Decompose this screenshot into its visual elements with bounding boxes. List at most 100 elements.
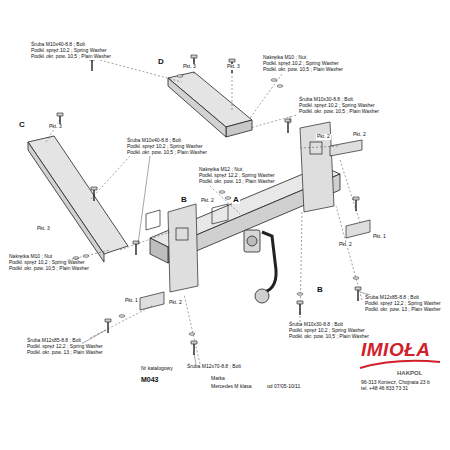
fastener [191, 341, 197, 355]
assembly-line [300, 146, 340, 148]
beam-c [28, 136, 128, 262]
part-label: Podkł. spręż 10,2 ; Spring Washer [288, 328, 366, 334]
part-label: Pkt. 3 [48, 124, 63, 130]
beam-d [226, 120, 252, 137]
part-label: Nakrętka M12 ; Nut [198, 167, 243, 173]
part-label: Pkt. 3 [36, 226, 51, 232]
crossbar-a [150, 238, 168, 263]
assembly-line [120, 232, 170, 250]
fastener [119, 315, 125, 318]
part-label: Podkł. okr. pow. 10,5 ; Plain Washer [262, 67, 344, 73]
part-label: Pkt. 3 [226, 64, 241, 70]
side-bracket [212, 204, 228, 224]
part-label: Podkł. spręż.10,2 ; Spring Washer [298, 103, 376, 109]
assembly-line [100, 60, 182, 82]
part-label: Podkł. spręż 12,2 ; Spring Washer [26, 344, 104, 350]
part-label: Nakrętka M10 ; Nut [262, 55, 307, 61]
assembly-line [336, 206, 362, 300]
logo-text: HAKPOL [396, 370, 423, 376]
leader-line [194, 354, 196, 364]
part-label: Podkł. spręż 12,2 ; Spring Washer [364, 301, 442, 307]
part-label: od 07/05-10/11 [266, 384, 301, 390]
part-label: Pkt. 1 [124, 298, 139, 304]
part-label: Śruba M10x30-8.8 ; Bolt [288, 322, 344, 328]
part-label: Podkł. spręż 10,2 ; Spring Washer [8, 260, 86, 266]
part-label: Pkt. 3 [182, 64, 197, 70]
part-label: Śruba M12x85-8.8 ; Bolt [364, 295, 420, 301]
part-label: Śruba M10x30-8.8 ; Bolt [298, 97, 354, 103]
fastener [271, 79, 277, 82]
logo-swoosh [360, 361, 440, 368]
leader-line [138, 156, 150, 244]
tow-hook [255, 289, 269, 303]
part-letter: B [316, 286, 324, 294]
part-label: Podkł. spręż.10,2 ; Spring Washer [30, 48, 108, 54]
tow-hook [244, 230, 260, 252]
part-label: Śruba M10x40-8.8 ; Bolt [126, 138, 182, 144]
beam-c [28, 142, 104, 262]
fastener [189, 333, 195, 336]
side-bracket [168, 204, 198, 292]
part-label: Podkł. okr. pow. 13 ; Plain Washer [198, 179, 276, 185]
assembly-line [250, 114, 300, 128]
part-letter: C [18, 121, 26, 129]
part-label: Podkł. spręż.10,2 ; Spring Washer [262, 61, 340, 67]
beam-d [168, 78, 226, 137]
leader-line [60, 58, 380, 364]
leader-line [290, 116, 291, 124]
fastener [105, 319, 111, 333]
side-bracket [330, 140, 362, 156]
fastener [57, 55, 361, 355]
fastener [91, 187, 97, 201]
logo-swoosh [360, 361, 440, 368]
part-label: Podkł. spręż 10,2 ; Spring Washer [126, 144, 204, 150]
part-label: Pkt. 2 [352, 132, 367, 138]
part-label: tel. +48 46 833 73 31 [360, 386, 409, 392]
fastener [355, 287, 361, 301]
side-bracket [146, 210, 160, 230]
part-label: Podkł. okr. pow. 13 ; Plain Washer [26, 350, 104, 356]
part-label: Nakrętka M10 ; Nut [8, 254, 53, 260]
assembly-line [250, 74, 282, 118]
part-label: Podkł. okr. pow. 10,5 ; Plain Washer [30, 54, 112, 60]
fastener [353, 197, 359, 211]
tow-hook [244, 230, 276, 303]
part-label: Mercedes M klasa [210, 384, 253, 390]
assembly-line [90, 306, 152, 338]
part-label: Nr katalogowy [140, 366, 174, 372]
fastener [73, 257, 79, 260]
part-label: Marka [210, 376, 226, 382]
part-label: Pkt. 1 [372, 234, 387, 240]
catalog-number: M043 [140, 376, 160, 383]
fastener [177, 75, 183, 78]
side-bracket [140, 292, 164, 310]
part-label: Pkt. 2 [316, 134, 331, 140]
assembly-line [90, 156, 130, 200]
beam-c [28, 136, 128, 254]
part-label: Śruba M12x70-8.8 ; Bolt [186, 364, 242, 370]
fastener [297, 301, 303, 315]
fastener [83, 255, 89, 258]
fastener [353, 277, 359, 280]
part-label: Pkt. 2 [168, 300, 183, 306]
side-bracket [346, 220, 370, 238]
assembly-line [184, 294, 200, 364]
part-label: 96-313 Koniecz, Chojnata 23 b [360, 380, 431, 386]
logo-text: IMIOŁA [360, 340, 432, 360]
side-bracket [176, 228, 188, 240]
part-label: Śruba M12x85-8.8 ; Bolt [26, 338, 82, 344]
fastener [225, 197, 231, 200]
part-label: Podkł. okr. pow. 10,5 ; Plain Washer [126, 150, 208, 156]
side-bracket [310, 142, 322, 154]
assembly-line [340, 160, 360, 222]
part-label: Podkł. spręż 12,2 ; Spring Washer [198, 173, 276, 179]
part-label: Podkł. okr. pow. 10,5 ; Plain Washer [288, 334, 370, 340]
fastener [219, 191, 225, 194]
side-bracket [300, 122, 334, 212]
part-label: Pkt. 2 [200, 198, 215, 204]
part-label: Podkł. okr. pow. 10,5 ; Plain Washer [8, 266, 90, 272]
part-letter: D [157, 58, 165, 66]
part-label: Podkł. okr. pow. 13 ; Plain Washer [364, 307, 442, 313]
part-letter: A [232, 196, 240, 204]
